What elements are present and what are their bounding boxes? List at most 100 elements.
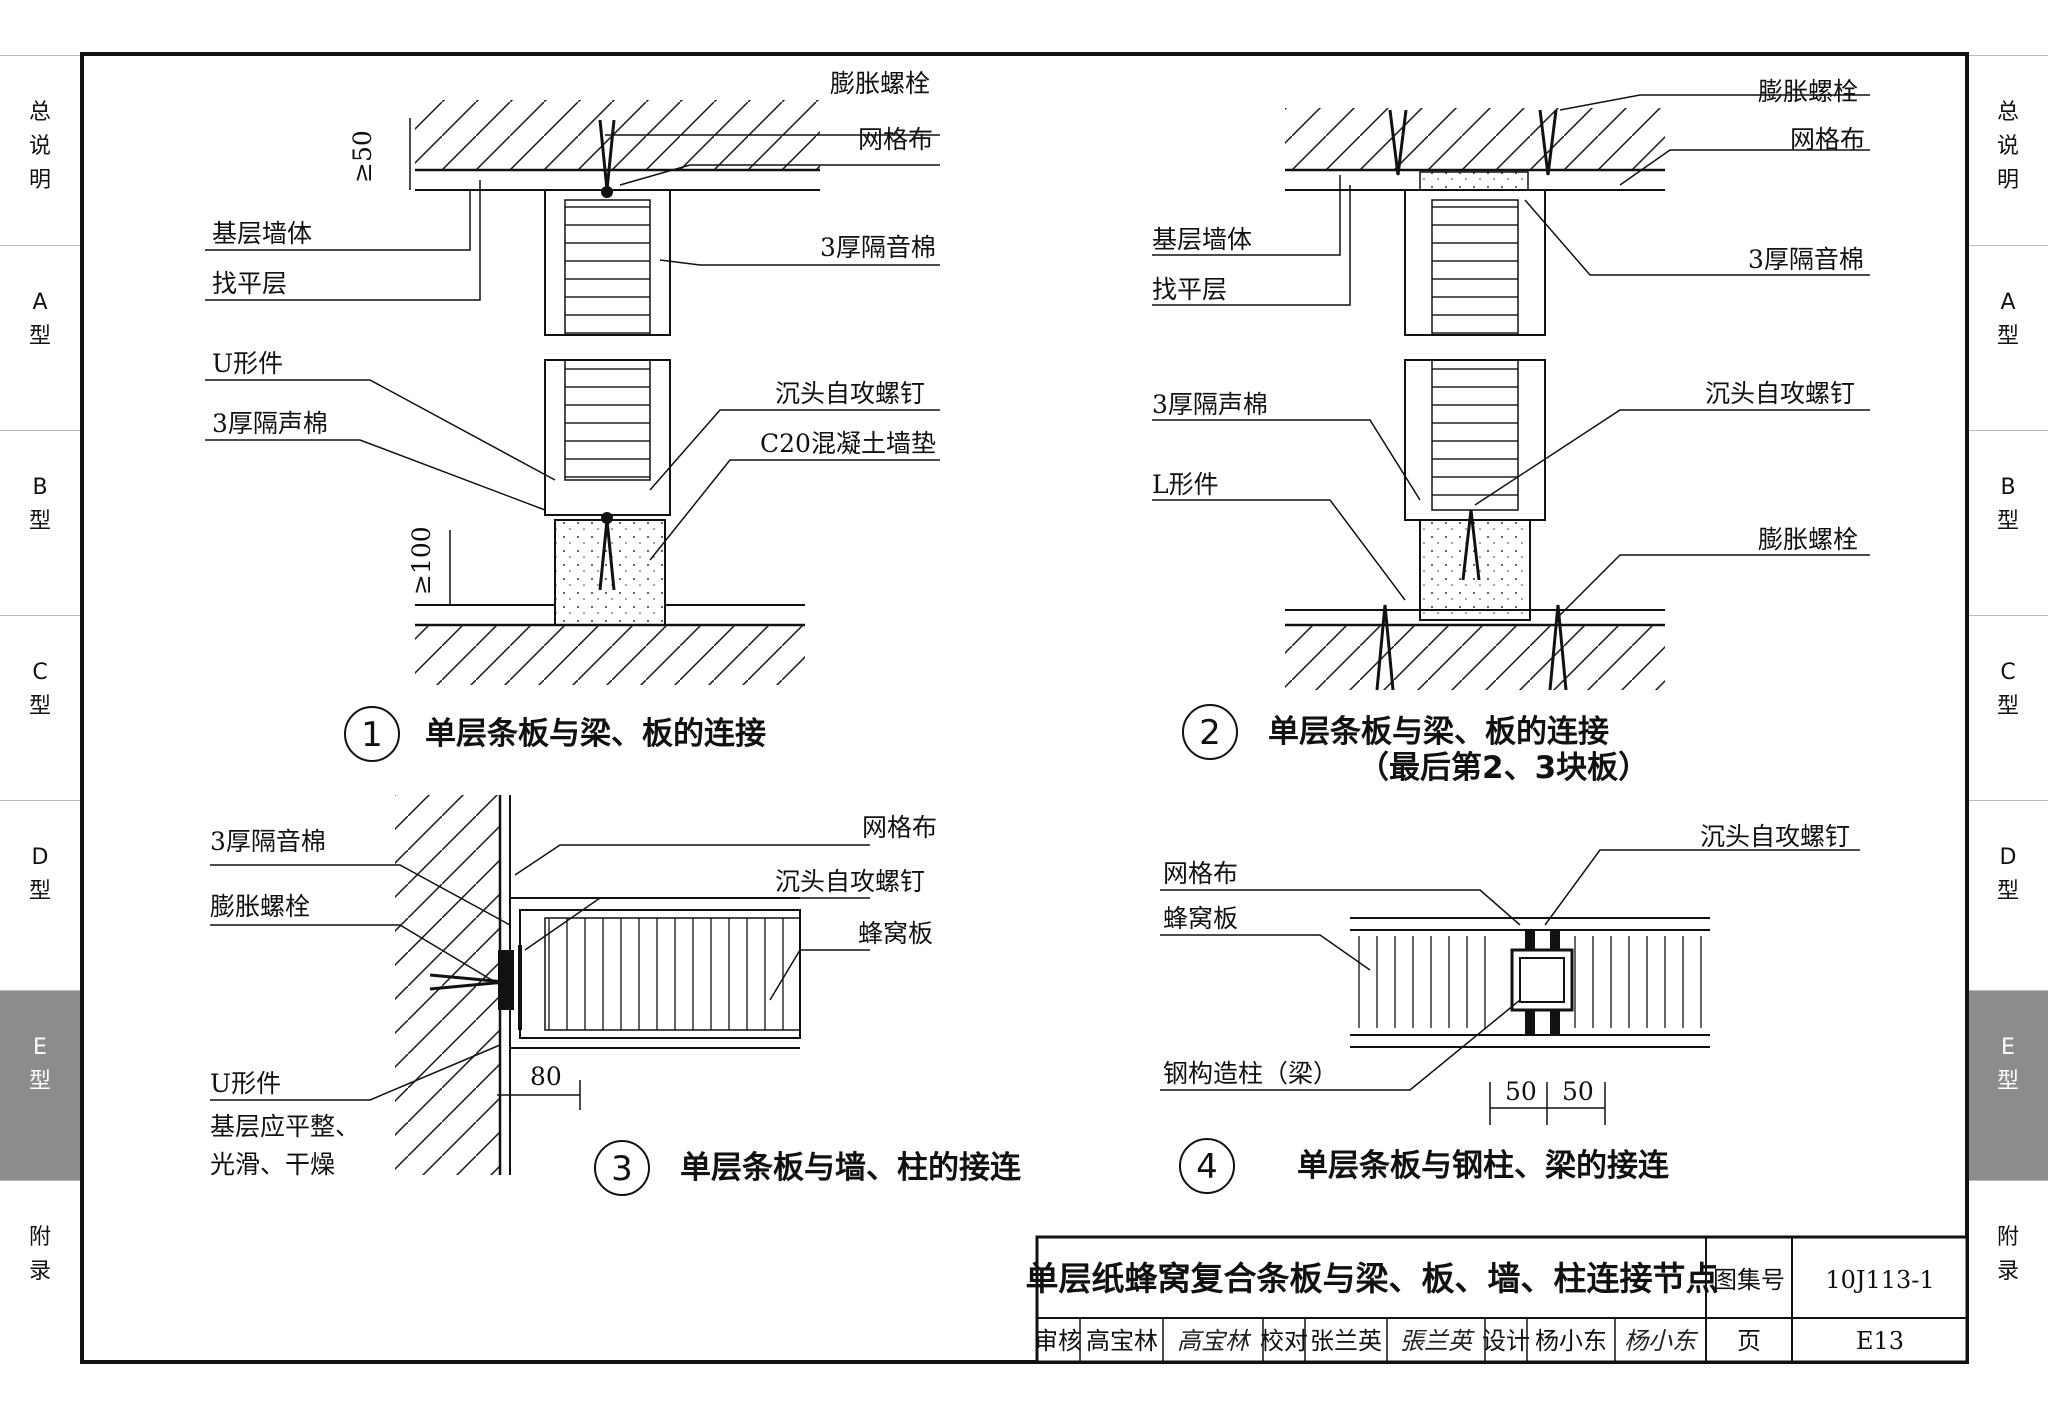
d3-u-piece-label: U形件 (210, 1069, 281, 1098)
sheet-border (80, 52, 1969, 1364)
side-tab-char: C (32, 660, 48, 685)
page-number: E13 (1856, 1327, 1904, 1355)
d1-insulation-side-label: 3厚隔声棉 (212, 409, 328, 438)
d3-expansion-bolt-label: 膨胀螺栓 (210, 892, 310, 921)
atlas-number: 10J113-1 (1825, 1266, 1934, 1294)
d3-number-circle (594, 1140, 650, 1196)
detail-2-drawing (1152, 94, 1870, 691)
design-label: 设计 (1482, 1327, 1530, 1355)
d2-base-wall-label: 基层墙体 (1152, 225, 1252, 254)
side-tab-char: E (2001, 1035, 2015, 1060)
designer-signature: 杨小东 (1624, 1327, 1699, 1355)
side-tab-char: 型 (1996, 324, 2019, 349)
d4-mesh-cloth-label: 网格布 (1163, 859, 1238, 888)
d1-base-wall-label: 基层墙体 (212, 219, 312, 248)
d4-caption: 单层条板与钢柱、梁的接连 (1297, 1148, 1670, 1184)
d3-base-note-1: 基层应平整、 (210, 1112, 360, 1141)
side-tab-char: 明 (1996, 168, 2019, 193)
d4-dim-50b: 50 (1562, 1077, 1594, 1106)
d4-honeycomb-label: 蜂窝板 (1163, 904, 1238, 933)
d2-number-circle (1182, 704, 1238, 760)
side-tab-char: D (1999, 845, 2017, 870)
d1-countersunk-screw-label: 沉头自攻螺钉 (775, 379, 925, 408)
d2-number: 2 (1199, 713, 1221, 753)
d4-number: 4 (1196, 1147, 1218, 1187)
d1-expansion-bolt-label: 膨胀螺栓 (830, 69, 930, 98)
d2-insulation-side-label: 3厚隔声棉 (1152, 390, 1268, 419)
side-tab-char: A (32, 290, 48, 315)
d3-number: 3 (611, 1149, 633, 1189)
side-tab-char: 型 (1996, 879, 2019, 904)
checker-name: 张兰英 (1310, 1327, 1382, 1355)
d1-caption: 单层条板与梁、板的连接 (425, 716, 766, 752)
side-tab-0[interactable]: 总说明 (0, 55, 80, 245)
d3-insulation-label: 3厚隔音棉 (210, 827, 326, 856)
d3-honeycomb-label: 蜂窝板 (858, 919, 933, 948)
d2-countersunk-screw-label: 沉头自攻螺钉 (1705, 379, 1855, 408)
side-tab-6[interactable]: 附录 (0, 1180, 80, 1360)
side-tab-char: 附 (1996, 1225, 2019, 1250)
side-tab-char: B (32, 475, 48, 500)
designer-name: 杨小东 (1535, 1327, 1607, 1355)
side-tab-char: 总 (28, 100, 51, 125)
side-tab-char: 录 (28, 1259, 51, 1284)
side-tab-char: C (2000, 660, 2016, 685)
reviewer-name: 高宝林 (1086, 1327, 1158, 1355)
d3-dim-80: 80 (530, 1062, 562, 1091)
detail-1-drawing (205, 100, 940, 685)
d1-insulation-top-label: 3厚隔音棉 (820, 233, 936, 262)
d3-caption: 单层条板与墙、柱的接连 (680, 1150, 1022, 1186)
reviewer-signature: 高宝林 (1177, 1327, 1252, 1355)
side-tab-char: 型 (28, 694, 51, 719)
side-tab-char: 型 (1996, 694, 2019, 719)
detail-4-drawing (1160, 849, 1860, 1125)
d2-caption: 单层条板与梁、板的连接 (1268, 714, 1609, 750)
side-tab-char: 录 (1996, 1259, 2019, 1284)
side-tab-0[interactable]: 总说明 (1968, 55, 2048, 245)
d1-number: 1 (361, 715, 383, 755)
review-label: 审核 (1034, 1327, 1082, 1355)
d2-expansion-bolt-top-label: 膨胀螺栓 (1758, 77, 1858, 106)
d2-caption-sub: （最后第2、3块板） (1358, 750, 1649, 786)
d4-dim-50a: 50 (1505, 1077, 1537, 1106)
d2-mesh-cloth-label: 网格布 (1790, 125, 1865, 154)
checker-signature: 張兰英 (1400, 1327, 1475, 1355)
side-tab-char: 总 (1996, 100, 2019, 125)
title-block (1035, 1235, 1969, 1364)
side-tab-char: B (2000, 475, 2016, 500)
side-tab-char: 型 (1996, 1069, 2019, 1094)
d2-insulation-top-label: 3厚隔音棉 (1748, 245, 1864, 274)
side-tab-char: 型 (28, 1069, 51, 1094)
side-tab-char: E (33, 1035, 47, 1060)
side-tab-char: 型 (28, 509, 51, 534)
d3-mesh-cloth-label: 网格布 (862, 813, 937, 842)
title-block-title: 单层纸蜂窝复合条板与梁、板、墙、柱连接节点 (1026, 1259, 1719, 1298)
side-tab-6[interactable]: 附录 (1968, 1180, 2048, 1360)
d2-leveling-layer-label: 找平层 (1152, 275, 1227, 304)
side-tab-char: 型 (28, 324, 51, 349)
d1-dim-50: ≥50 (348, 130, 377, 183)
side-tab-char: 型 (28, 879, 51, 904)
d1-u-piece-label: U形件 (212, 349, 283, 378)
detail-3-drawing (210, 795, 870, 1175)
page-label: 页 (1737, 1327, 1761, 1355)
side-tab-char: 型 (1996, 509, 2019, 534)
side-tab-char: 说 (1996, 134, 2019, 159)
d1-number-circle (344, 706, 400, 762)
d1-dim-100: ≥100 (407, 526, 436, 595)
d1-c20-pad-label: C20混凝土墙垫 (760, 429, 936, 458)
side-tab-char: 明 (28, 168, 51, 193)
